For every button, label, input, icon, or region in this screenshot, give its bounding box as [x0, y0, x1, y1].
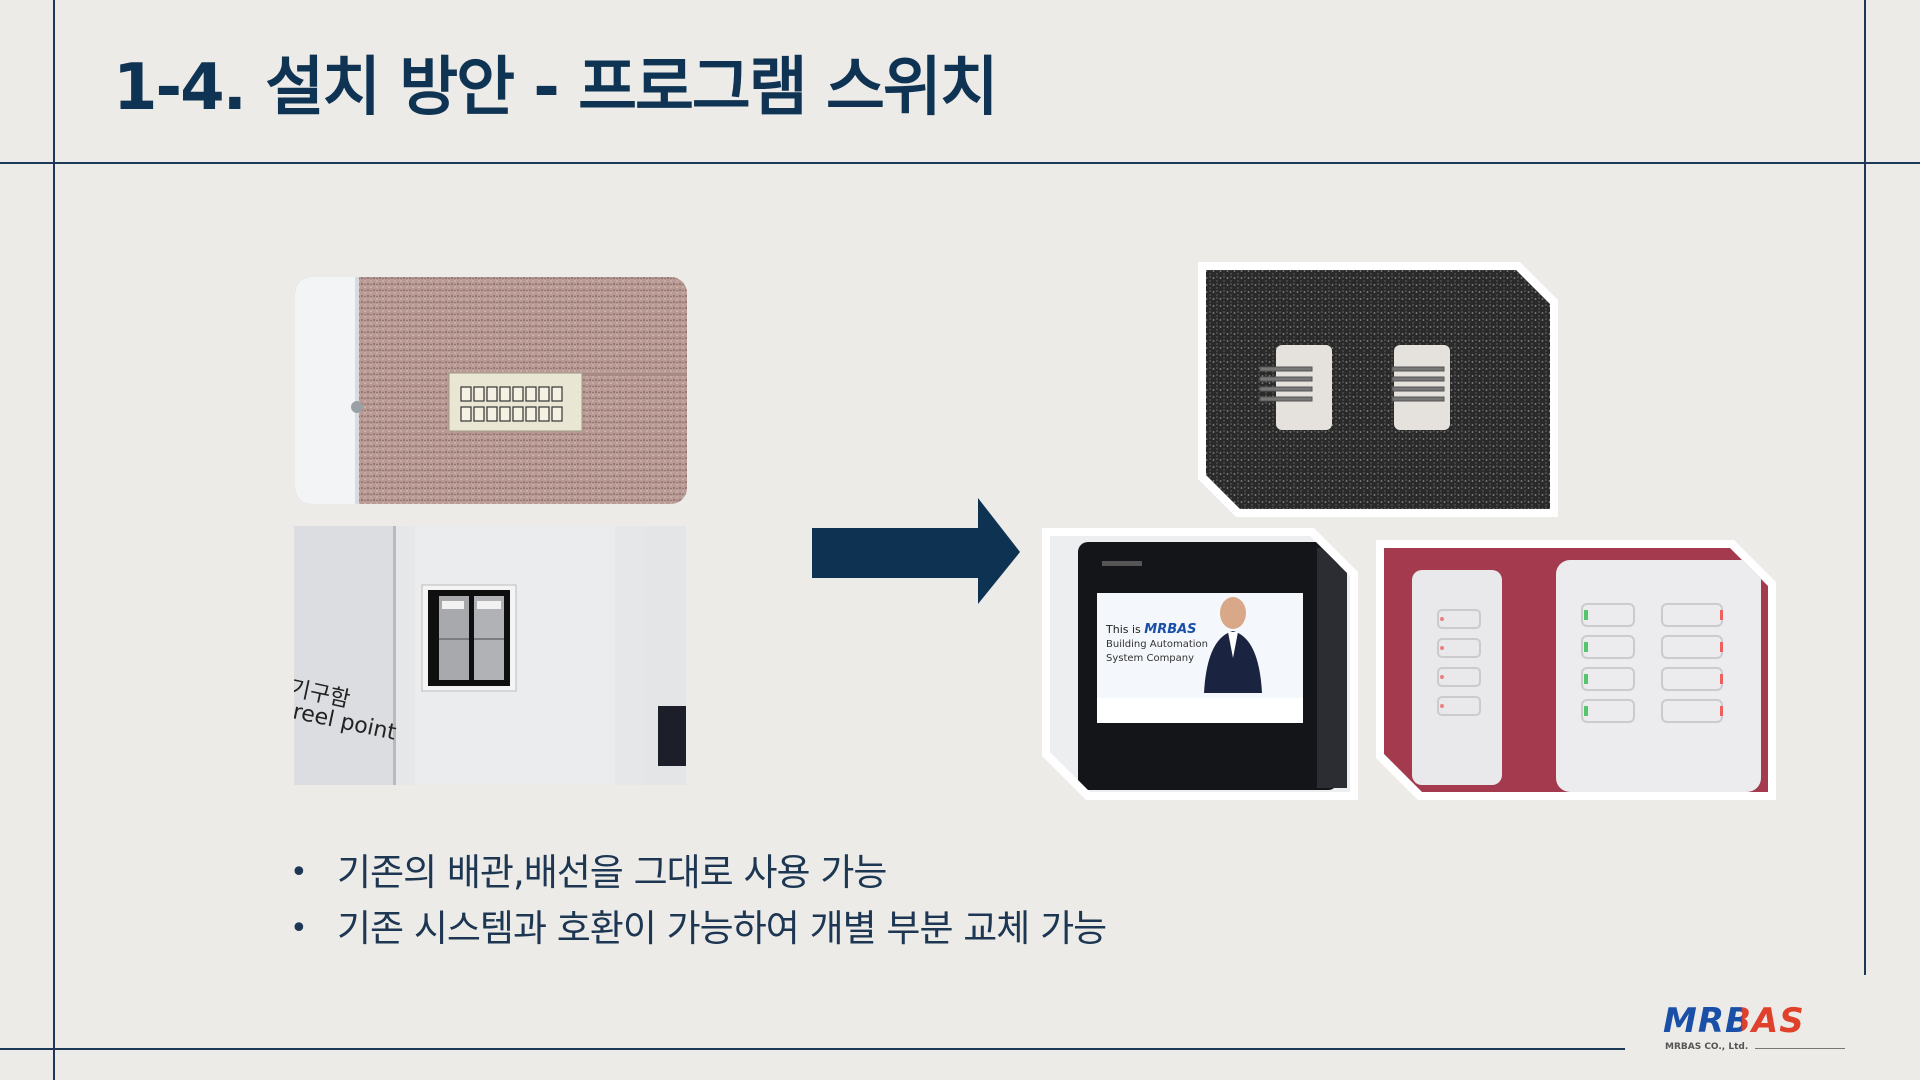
logo-company: MRBAS CO., Ltd. — [1665, 1042, 1749, 1052]
bullet-text: 기존의 배관,배선을 그대로 사용 가능 — [337, 851, 887, 894]
photo-white-panel-switch: 기구함 reel point — [294, 526, 686, 785]
photo-touch-screen: This is MRBAS Building Automation System… — [1042, 528, 1358, 800]
screen-text-line3: System Company — [1106, 653, 1195, 664]
slide-title: 1-4. 설치 방안 - 프로그램 스위치 — [113, 51, 999, 125]
footer-divider — [0, 1048, 1625, 1050]
bullet-dot-icon: • — [290, 855, 308, 890]
bullet-item: • 기존의 배관,배선을 그대로 사용 가능 — [282, 845, 1106, 901]
logo-brand: MRBAS — [1663, 1002, 1805, 1040]
company-logo: MRBAS MRBAS CO., Ltd. — [1663, 1002, 1848, 1057]
logo-brand-text: MRBAS — [1663, 1001, 1805, 1041]
photo-wall-switches-red — [1376, 540, 1776, 800]
arrow-right-icon — [812, 498, 1020, 604]
screen-text-line2: Building Automation — [1106, 639, 1208, 650]
frame-line-right — [1864, 0, 1866, 975]
bullet-list: • 기존의 배관,배선을 그대로 사용 가능 • 기존 시스템과 호환이 가능하… — [282, 845, 1107, 957]
logo-underline — [1755, 1048, 1845, 1049]
photo-granite-keypad — [295, 277, 687, 504]
frame-line-left — [53, 0, 55, 1080]
bullet-dot-icon: • — [290, 911, 308, 946]
header-divider — [0, 162, 1920, 164]
photo-dark-granite-switches — [1198, 262, 1558, 517]
screen-text-line1: This is MRBAS — [1106, 622, 1197, 637]
bullet-text: 기존 시스템과 호환이 가능하여 개별 부분 교체 가능 — [337, 907, 1107, 950]
screen-brand: MRBAS — [1144, 622, 1197, 637]
bullet-item: • 기존 시스템과 호환이 가능하여 개별 부분 교체 가능 — [282, 901, 1107, 957]
